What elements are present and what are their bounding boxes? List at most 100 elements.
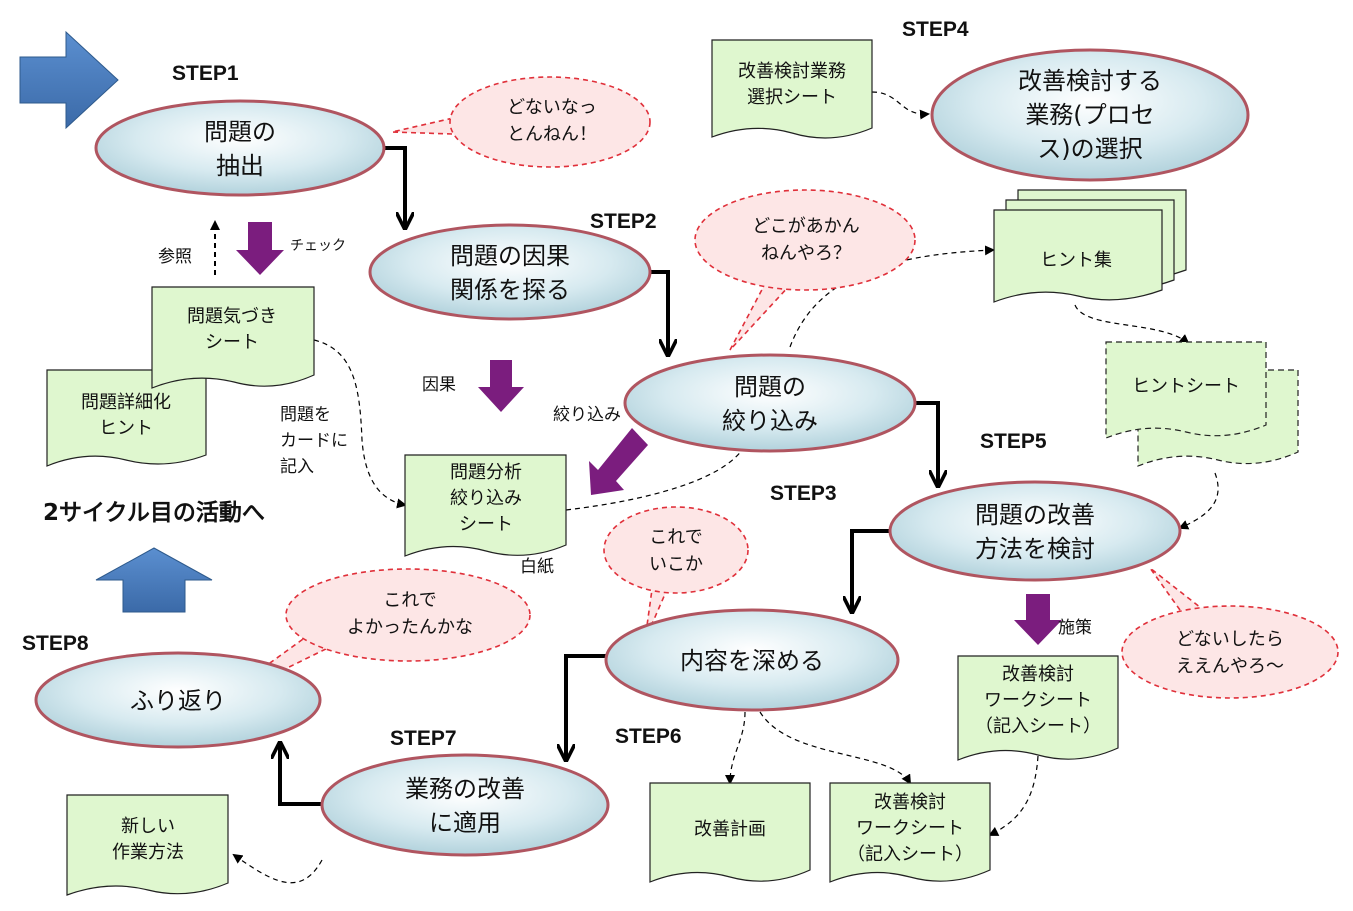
- doc-worksheet-a: 改善検討 ワークシート （記入シート）: [957, 655, 1119, 761]
- process-cause-line1: 問題の因果: [450, 242, 570, 270]
- label-write-card-line1: 問題を: [280, 405, 331, 425]
- doc-select-sheet-line1: 改善検討業務: [738, 61, 846, 82]
- label-write-card-line3: 記入: [280, 457, 314, 477]
- doc-analysis-sheet: 問題分析 絞り込み シート: [404, 454, 567, 557]
- label-write-card-line2: カードに: [280, 431, 348, 451]
- process-review-line1: ふり返り: [130, 687, 226, 715]
- doc-new-method-line2: 作業方法: [112, 842, 184, 863]
- flow-3-5: [915, 401, 938, 486]
- bubble-was-it-ok-line2: よかったんかな: [347, 617, 473, 638]
- doc-detail-hint-line2: ヒント: [99, 418, 153, 439]
- dash-awareness-to-analysis: [313, 339, 407, 509]
- bubble-what-happened: どないなっ とんねん！: [391, 76, 651, 168]
- process-cause: 問題の因果 関係を探る: [368, 223, 652, 321]
- doc-plan-label: 改善計画: [694, 819, 766, 840]
- bubble-what-to-do: どないしたら ええんやろ～: [1121, 567, 1339, 699]
- doc-worksheet-b-line3: （記入シート）: [847, 844, 973, 865]
- label-narrowing: 絞り込み: [553, 405, 621, 425]
- process-select-line1: 改善検討する: [1018, 67, 1162, 95]
- label-next-cycle: 2サイクル目の活動へ: [43, 500, 265, 526]
- process-apply-line2: に適用: [429, 809, 501, 837]
- bubble-where-wrong-line1: どこがあかん: [752, 216, 859, 237]
- label-check: チェック: [290, 238, 346, 254]
- flow-6-7: [566, 654, 610, 760]
- purple-arrow-causal: [478, 360, 524, 412]
- step7-label: STEP7: [390, 727, 457, 750]
- blue-up-arrow: [95, 547, 213, 613]
- process-extract: 問題の 抽出: [94, 99, 386, 197]
- doc-new-method-line1: 新しい: [121, 816, 175, 837]
- flow-2-3: [650, 270, 668, 355]
- doc-worksheet-a-line3: （記入シート）: [975, 716, 1101, 737]
- doc-awareness-sheet-line2: シート: [205, 332, 259, 353]
- doc-worksheet-b-line1: 改善検討: [874, 792, 946, 813]
- doc-worksheet-a-line2: ワークシート: [984, 690, 1092, 711]
- process-select-line3: ス)の選択: [1037, 135, 1142, 163]
- label-reference: 参照: [158, 247, 192, 267]
- doc-worksheet-b-line2: ワークシート: [856, 818, 964, 839]
- step5-label: STEP5: [980, 430, 1047, 453]
- doc-hint-sheet: ヒントシート: [1105, 341, 1299, 467]
- process-deepen: 内容を深める: [604, 608, 900, 712]
- label-causal: 因果: [422, 375, 456, 395]
- purple-arrow-measures: [1014, 594, 1062, 645]
- doc-plan: 改善計画: [649, 782, 811, 883]
- process-apply: 業務の改善 に適用: [320, 753, 610, 857]
- doc-detail-hint-line1: 問題詳細化: [81, 392, 171, 413]
- dash-hintsheet-to-step5: [1178, 472, 1219, 530]
- doc-analysis-sheet-line2: 絞り込み: [450, 488, 522, 509]
- bubble-what-happened-line1: どないなっ: [507, 97, 597, 118]
- bubble-what-to-do-line1: どないしたら: [1176, 629, 1284, 650]
- process-extract-line1: 問題の: [204, 118, 276, 146]
- dash-analysis-to-narrow: [565, 449, 743, 511]
- dash-select-to-step4: [871, 91, 930, 120]
- dash-deepen-to-worksheet: [759, 711, 912, 785]
- doc-select-sheet: 改善検討業務 選択シート: [711, 39, 873, 139]
- bubble-where-wrong: どこがあかん ねんやろ？: [694, 189, 916, 351]
- doc-hint-sheet-label: ヒントシート: [1132, 376, 1240, 397]
- process-select: 改善検討する 業務(プロセ ス)の選択: [930, 48, 1250, 182]
- purple-arrow-check: [236, 222, 284, 275]
- dash-apply-to-newmethod: [232, 853, 323, 884]
- process-select-line2: 業務(プロセ: [1025, 101, 1154, 129]
- step3-label: STEP3: [770, 482, 837, 505]
- label-measures: 施策: [1058, 618, 1092, 638]
- blue-right-arrow: [19, 30, 119, 130]
- dash-worksheetA-to-worksheetB: [988, 755, 1039, 836]
- bubble-go-with-this-line2: いこか: [649, 554, 703, 575]
- doc-awareness-sheet: 問題気づき シート: [151, 286, 315, 389]
- doc-analysis-sheet-line1: 問題分析: [450, 462, 522, 483]
- process-narrow-line2: 絞り込み: [722, 407, 818, 435]
- purple-arrow-narrow: [589, 428, 648, 495]
- bubble-what-happened-line2: とんねん！: [507, 124, 597, 145]
- dash-hint-to-hintsheet: [1074, 304, 1190, 345]
- doc-detail-hint: 問題詳細化 ヒント: [46, 369, 207, 467]
- step4-label: STEP4: [902, 18, 969, 41]
- process-review: ふり返り: [34, 651, 322, 749]
- process-narrow: 問題の 絞り込み: [623, 353, 917, 453]
- process-extract-line2: 抽出: [216, 152, 264, 180]
- process-improve-line1: 問題の改善: [975, 501, 1095, 529]
- bubble-where-wrong-line2: ねんやろ？: [761, 243, 851, 264]
- bubble-what-to-do-line2: ええんやろ～: [1176, 656, 1284, 677]
- step2-label: STEP2: [590, 210, 657, 233]
- flow-1-2: [384, 146, 405, 228]
- process-narrow-line1: 問題の: [734, 373, 806, 401]
- doc-select-sheet-line2: 選択シート: [747, 87, 837, 108]
- flow-7-8: [280, 743, 322, 806]
- doc-awareness-sheet-line1: 問題気づき: [187, 306, 277, 327]
- doc-worksheet-a-line1: 改善検討: [1002, 664, 1074, 685]
- step1-label: STEP1: [172, 62, 239, 85]
- process-improve: 問題の改善 方法を検討: [888, 480, 1182, 582]
- process-deepen-line1: 内容を深める: [680, 647, 824, 675]
- flow-5-6: [852, 529, 890, 612]
- doc-analysis-sheet-line3: シート: [459, 514, 513, 535]
- doc-worksheet-b: 改善検討 ワークシート （記入シート）: [829, 782, 991, 883]
- doc-hint-collection: ヒント集: [993, 189, 1187, 303]
- bubble-go-with-this: これで いこか: [603, 506, 749, 641]
- doc-new-method: 新しい 作業方法: [66, 794, 229, 896]
- doc-hint-collection-label: ヒント集: [1040, 250, 1112, 271]
- step8-label: STEP8: [22, 632, 89, 655]
- label-blank: 白紙: [520, 557, 554, 577]
